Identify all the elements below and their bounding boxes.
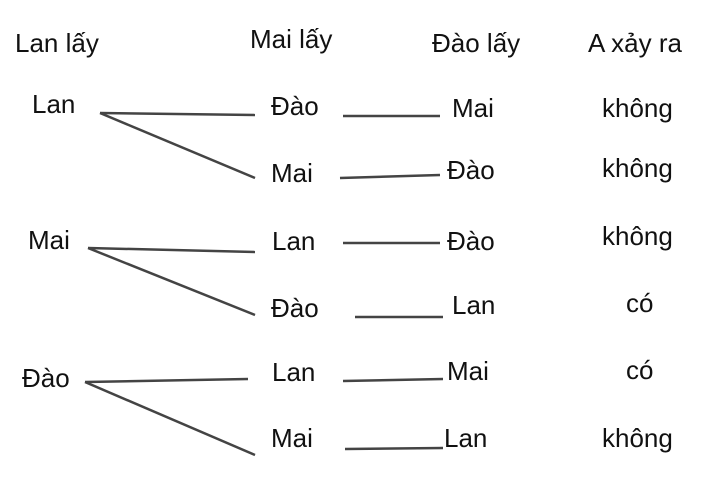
level2-node: Đào — [271, 293, 319, 323]
branch-line — [344, 446, 444, 451]
branch-line — [99, 111, 256, 117]
level1-branches — [84, 111, 256, 457]
level1-node: Lan — [32, 89, 75, 119]
level2-node: Mai — [271, 423, 313, 453]
level3-node: Mai — [447, 356, 489, 386]
level2-branches — [339, 114, 444, 451]
header-lan: Lan lấy — [15, 28, 99, 58]
branch-line — [342, 377, 444, 383]
level2-node: Đào — [271, 91, 319, 121]
header-dao: Đào lấy — [432, 28, 520, 58]
branch-line — [84, 380, 256, 457]
level3-node: Lan — [444, 423, 487, 453]
outcome-label: có — [626, 288, 653, 318]
branch-line — [99, 111, 256, 180]
level2-node: Mai — [271, 158, 313, 188]
level2-nodes: Đào Mai Lan Đào Lan Mai — [271, 91, 319, 453]
level3-node: Mai — [452, 93, 494, 123]
outcome-label: không — [602, 153, 673, 183]
level2-node: Lan — [272, 226, 315, 256]
outcome-label: không — [602, 423, 673, 453]
outcome-label: không — [602, 221, 673, 251]
branch-line — [87, 246, 256, 254]
branch-line — [84, 377, 249, 384]
outcomes: không không không có có không — [602, 93, 673, 453]
level3-node: Đào — [447, 155, 495, 185]
level3-nodes: Mai Đào Đào Lan Mai Lan — [444, 93, 495, 453]
outcome-label: không — [602, 93, 673, 123]
outcome-label: có — [626, 355, 653, 385]
level2-node: Lan — [272, 357, 315, 387]
branch-line — [339, 173, 441, 180]
header-outcome: A xảy ra — [588, 28, 682, 58]
header-mai: Mai lấy — [250, 24, 332, 54]
level3-node: Lan — [452, 290, 495, 320]
column-headers: Lan lấy Mai lấy Đào lấy A xảy ra — [15, 24, 682, 58]
level3-node: Đào — [447, 226, 495, 256]
level1-nodes: Lan Mai Đào — [22, 89, 75, 393]
level1-node: Đào — [22, 363, 70, 393]
level1-node: Mai — [28, 225, 70, 255]
branch-line — [87, 246, 256, 317]
